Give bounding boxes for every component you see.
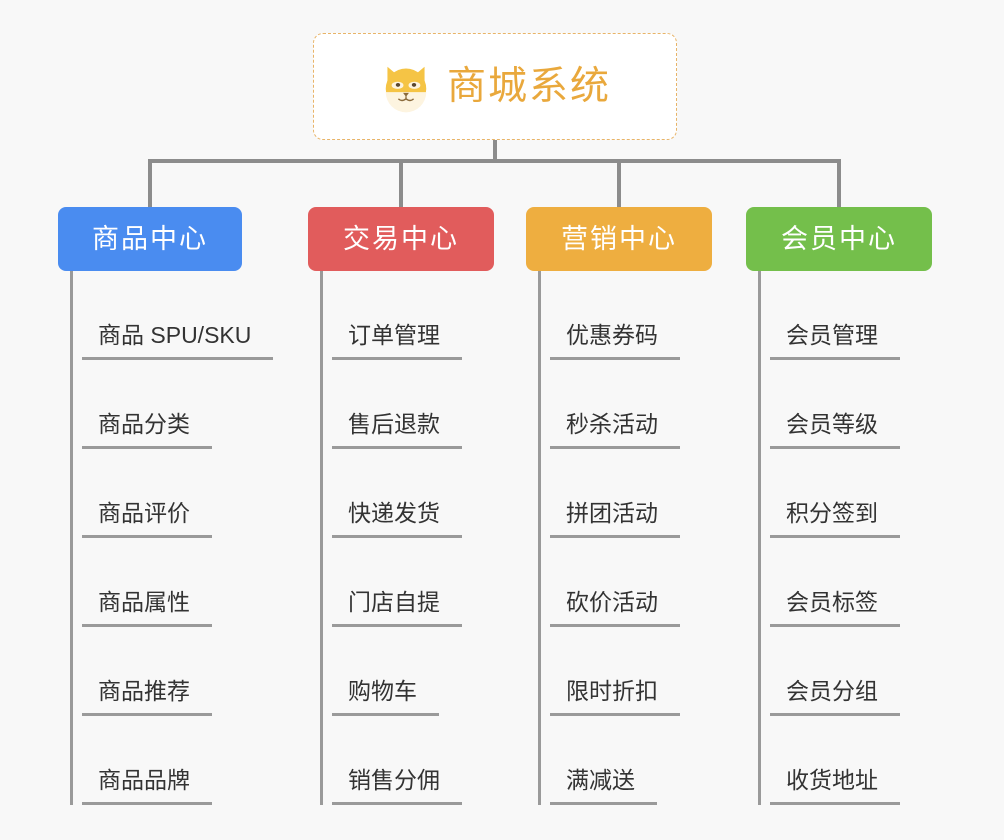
list-item[interactable]: 砍价活动 — [538, 538, 712, 627]
connector-drop-3 — [617, 159, 621, 207]
leaf-list: 商品 SPU/SKU 商品分类 商品评价 商品属性 商品推荐 商品品牌 — [58, 271, 274, 805]
leaf-label: 收货地址 — [770, 769, 900, 805]
list-item[interactable]: 购物车 — [320, 627, 494, 716]
column-marketing-center: 营销中心 优惠券码 秒杀活动 拼团活动 砍价活动 限时折扣 满减送 — [526, 207, 712, 805]
root-node-shop-system[interactable]: 商城系统 — [313, 33, 677, 140]
leaf-label: 销售分佣 — [332, 769, 462, 805]
leaf-label: 优惠券码 — [550, 324, 680, 360]
leaf-label: 会员等级 — [770, 413, 900, 449]
category-header-marketing-center[interactable]: 营销中心 — [526, 207, 712, 271]
leaf-label: 门店自提 — [332, 591, 462, 627]
list-item[interactable]: 会员管理 — [758, 271, 932, 360]
list-item[interactable]: 商品评价 — [70, 449, 273, 538]
leaf-list: 会员管理 会员等级 积分签到 会员标签 会员分组 收货地址 — [746, 271, 932, 805]
list-item[interactable]: 收货地址 — [758, 716, 932, 805]
leaf-label: 商品评价 — [82, 502, 212, 538]
leaf-label: 积分签到 — [770, 502, 900, 538]
connector-horizontal-bus — [150, 159, 840, 163]
list-item[interactable]: 积分签到 — [758, 449, 932, 538]
list-item[interactable]: 拼团活动 — [538, 449, 712, 538]
category-header-trade-center[interactable]: 交易中心 — [308, 207, 494, 271]
column-trunk-line — [538, 271, 541, 805]
shiba-dog-icon — [385, 66, 427, 112]
list-item[interactable]: 商品品牌 — [70, 716, 273, 805]
category-title: 营销中心 — [561, 223, 677, 254]
column-trunk-line — [70, 271, 73, 805]
column-trunk-line — [320, 271, 323, 805]
list-item[interactable]: 门店自提 — [320, 538, 494, 627]
list-item[interactable]: 秒杀活动 — [538, 360, 712, 449]
leaf-list: 优惠券码 秒杀活动 拼团活动 砍价活动 限时折扣 满减送 — [526, 271, 712, 805]
list-item[interactable]: 销售分佣 — [320, 716, 494, 805]
list-item[interactable]: 会员分组 — [758, 627, 932, 716]
list-item[interactable]: 满减送 — [538, 716, 712, 805]
connector-root-stem — [493, 140, 497, 162]
leaf-label: 砍价活动 — [550, 591, 680, 627]
list-item[interactable]: 商品 SPU/SKU — [70, 271, 274, 360]
column-trade-center: 交易中心 订单管理 售后退款 快递发货 门店自提 购物车 销售分佣 — [308, 207, 494, 805]
root-node-title: 商城系统 — [446, 65, 611, 108]
column-product-center: 商品中心 商品 SPU/SKU 商品分类 商品评价 商品属性 商品推荐 商品品牌 — [58, 207, 274, 805]
leaf-label: 商品分类 — [82, 413, 212, 449]
list-item[interactable]: 快递发货 — [320, 449, 494, 538]
list-item[interactable]: 限时折扣 — [538, 627, 712, 716]
column-member-center: 会员中心 会员管理 会员等级 积分签到 会员标签 会员分组 收货地址 — [746, 207, 932, 805]
list-item[interactable]: 会员等级 — [758, 360, 932, 449]
leaf-label: 会员管理 — [770, 324, 900, 360]
leaf-label: 限时折扣 — [550, 680, 680, 716]
leaf-label: 会员分组 — [770, 680, 900, 716]
list-item[interactable]: 商品分类 — [70, 360, 273, 449]
leaf-list: 订单管理 售后退款 快递发货 门店自提 购物车 销售分佣 — [308, 271, 494, 805]
category-header-product-center[interactable]: 商品中心 — [58, 207, 242, 271]
connector-drop-2 — [399, 159, 403, 207]
leaf-label: 快递发货 — [332, 502, 462, 538]
list-item[interactable]: 商品属性 — [70, 538, 273, 627]
category-title: 交易中心 — [343, 223, 459, 254]
list-item[interactable]: 订单管理 — [320, 271, 494, 360]
leaf-label: 拼团活动 — [550, 502, 680, 538]
leaf-label: 商品 SPU/SKU — [82, 324, 274, 360]
leaf-label: 满减送 — [550, 769, 657, 805]
category-header-member-center[interactable]: 会员中心 — [746, 207, 932, 271]
connector-drop-1 — [148, 159, 152, 207]
list-item[interactable]: 优惠券码 — [538, 271, 712, 360]
leaf-label: 商品属性 — [82, 591, 212, 627]
leaf-label: 商品推荐 — [82, 680, 212, 716]
leaf-label: 秒杀活动 — [550, 413, 680, 449]
leaf-label: 订单管理 — [332, 324, 462, 360]
list-item[interactable]: 商品推荐 — [70, 627, 273, 716]
leaf-label: 购物车 — [332, 680, 439, 716]
category-title: 会员中心 — [781, 223, 897, 254]
leaf-label: 会员标签 — [770, 591, 900, 627]
leaf-label: 售后退款 — [332, 413, 462, 449]
list-item[interactable]: 会员标签 — [758, 538, 932, 627]
column-trunk-line — [758, 271, 761, 805]
category-title: 商品中心 — [92, 223, 208, 254]
connector-drop-4 — [837, 159, 841, 207]
leaf-label: 商品品牌 — [82, 769, 212, 805]
list-item[interactable]: 售后退款 — [320, 360, 494, 449]
